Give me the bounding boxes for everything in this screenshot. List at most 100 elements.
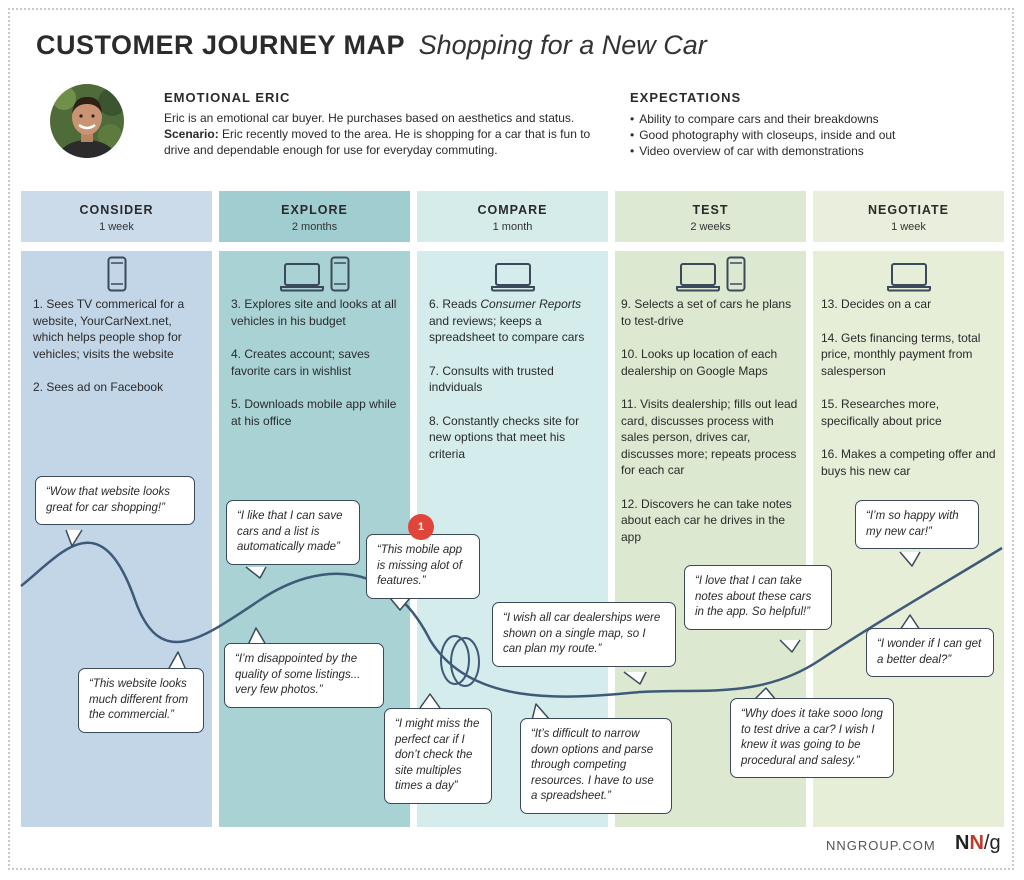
- logo-g: /g: [983, 832, 1001, 854]
- quote-bubble: “I’m so happy with my new car!”: [855, 500, 979, 549]
- phase-stage: NEGOTIATE: [868, 203, 949, 217]
- phase-duration: 1 week: [891, 221, 926, 233]
- step-item: 14. Gets financing terms, total price, m…: [821, 330, 999, 380]
- phase-stage: CONSIDER: [79, 203, 154, 217]
- step-item: 8. Constantly checks site for new option…: [429, 413, 599, 463]
- scenario-text: Eric recently moved to the area. He is s…: [164, 127, 591, 157]
- quote-bubble: “I wish all car dealerships were shown o…: [492, 602, 676, 667]
- persona-description: Eric is an emotional car buyer. He purch…: [164, 110, 604, 158]
- step-item: 16. Makes a competing offer and buys his…: [821, 446, 999, 479]
- step-number: 14.: [821, 330, 838, 345]
- quote-bubble: “This website looks much different from …: [78, 668, 204, 733]
- step-item: 15. Researches more, specifically about …: [821, 396, 999, 429]
- step-number: 6.: [429, 297, 440, 311]
- devices-consider: [21, 256, 212, 292]
- step-number: 10.: [621, 347, 638, 361]
- laptop-icon: [490, 263, 535, 292]
- phase-duration: 1 week: [99, 221, 134, 233]
- step-item: 11. Visits dealership; fills out lead ca…: [621, 396, 801, 479]
- phone-icon: [726, 256, 745, 292]
- steps-explore: 3. Explores site and looks at all vehicl…: [231, 296, 401, 446]
- steps-compare: 6. Reads Consumer Reports and reviews; k…: [429, 296, 599, 479]
- quote-bubble: “I like that I can save cars and a list …: [226, 500, 360, 565]
- step-text: Gets financing terms, total price, month…: [821, 330, 981, 378]
- quote-bubble: “Wow that website looks great for car sh…: [35, 476, 195, 525]
- quote-bubble: “Why does it take sooo long to test driv…: [730, 698, 894, 778]
- logo-n1: N: [955, 832, 970, 854]
- emotion-line: [20, 541, 1003, 698]
- step-item: 6. Reads Consumer Reports and reviews; k…: [429, 296, 599, 346]
- persona-name: EMOTIONAL ERIC: [164, 90, 291, 105]
- expectation-item: Video overview of car with demonstration…: [630, 143, 990, 159]
- phase-duration: 2 months: [291, 221, 338, 233]
- phase-header-explore: EXPLORE 2 months: [219, 191, 410, 242]
- devices-compare: [417, 256, 608, 292]
- step-number: 13.: [821, 297, 838, 311]
- step-item: 13. Decides on a car: [821, 296, 999, 313]
- persona-scenario: Scenario: Eric recently moved to the are…: [164, 126, 604, 158]
- step-number: 11.: [621, 397, 637, 411]
- page-title: CUSTOMER JOURNEY MAP Shopping for a New …: [36, 30, 707, 61]
- step-text: Makes a competing offer and buys his new…: [821, 447, 996, 478]
- step-text: Researches more, specifically about pric…: [821, 397, 942, 428]
- quote-bubble: “I might miss the perfect car if I don’t…: [384, 708, 492, 804]
- expectation-item: Ability to compare cars and their breakd…: [630, 111, 990, 127]
- quote-bubble: “I wonder if I can get a better deal?”: [866, 628, 994, 677]
- step-item: 2. Sees ad on Facebook: [33, 379, 205, 396]
- step-number: 15.: [821, 397, 838, 411]
- devices-explore: [219, 256, 410, 292]
- nngroup-logo: NN/g: [955, 832, 1001, 855]
- step-item: 12. Discovers he can take notes about ea…: [621, 496, 801, 546]
- quote-bubble: “I’m disappointed by the quality of some…: [224, 643, 384, 708]
- step-item: 1. Sees TV commerical for a website, You…: [33, 296, 205, 362]
- persona-summary: Eric is an emotional car buyer. He purch…: [164, 111, 575, 125]
- bubble-tails: [65, 529, 921, 721]
- step-text-emphasis: Consumer Reports: [480, 297, 582, 311]
- expectation-item: Good photography with closeups, inside a…: [630, 127, 990, 143]
- step-number: 7.: [429, 363, 440, 378]
- step-text: Sees ad on Facebook: [46, 380, 164, 394]
- step-number: 5.: [231, 397, 242, 411]
- step-number: 16.: [821, 447, 838, 461]
- footer-site: NNGROUP.COM: [826, 838, 936, 853]
- phase-stage: COMPARE: [477, 203, 548, 217]
- phone-icon: [330, 256, 349, 292]
- step-text: Downloads mobile app while at his office: [231, 397, 397, 428]
- steps-test: 9. Selects a set of cars he plans to tes…: [621, 296, 801, 562]
- step-item: 7. Consults with trusted indviduals: [429, 363, 599, 396]
- loop-mark: [440, 635, 480, 687]
- phase-header-compare: COMPARE 1 month: [417, 191, 608, 242]
- step-number: 12.: [621, 496, 638, 511]
- step-number: 8.: [429, 413, 440, 428]
- step-text: Sees TV commerical for a website, YourCa…: [33, 297, 185, 361]
- phase-duration: 1 month: [492, 221, 533, 233]
- step-number: 4.: [231, 347, 242, 361]
- expectations-title: EXPECTATIONS: [630, 90, 742, 105]
- devices-negotiate: [813, 256, 1004, 292]
- quote-bubble: “It’s difficult to narrow down options a…: [520, 718, 672, 814]
- page-frame: [8, 8, 1014, 870]
- step-text: Consults with trusted indviduals: [429, 363, 554, 395]
- step-text: Explores site and looks at all vehicles …: [231, 297, 397, 328]
- phase-duration: 2 weeks: [690, 221, 731, 233]
- laptop-icon: [675, 263, 720, 292]
- step-number: 1.: [33, 297, 44, 311]
- step-text: Selects a set of cars he plans to test-d…: [621, 297, 792, 328]
- steps-consider: 1. Sees TV commerical for a website, You…: [33, 296, 205, 413]
- phase-header-consider: CONSIDER 1 week: [21, 191, 212, 242]
- step-text: Constantly checks site for new options t…: [429, 413, 580, 461]
- laptop-icon: [279, 263, 324, 292]
- step-text: Decides on a car: [841, 297, 932, 311]
- persona-avatar: [50, 84, 124, 158]
- step-text: Discovers he can take notes about each c…: [621, 496, 792, 544]
- step-text: Creates account; saves favorite cars in …: [231, 347, 370, 378]
- phase-stage: TEST: [692, 203, 729, 217]
- step-text-prefix: Reads: [442, 297, 481, 311]
- phase-header-test: TEST 2 weeks: [615, 191, 806, 242]
- scenario-label: Scenario:: [164, 127, 219, 141]
- devices-test: [615, 256, 806, 292]
- expectations-list: Ability to compare cars and their breakd…: [630, 111, 990, 159]
- step-number: 3.: [231, 297, 242, 311]
- quote-bubble: “This mobile app is missing alot of feat…: [366, 534, 480, 599]
